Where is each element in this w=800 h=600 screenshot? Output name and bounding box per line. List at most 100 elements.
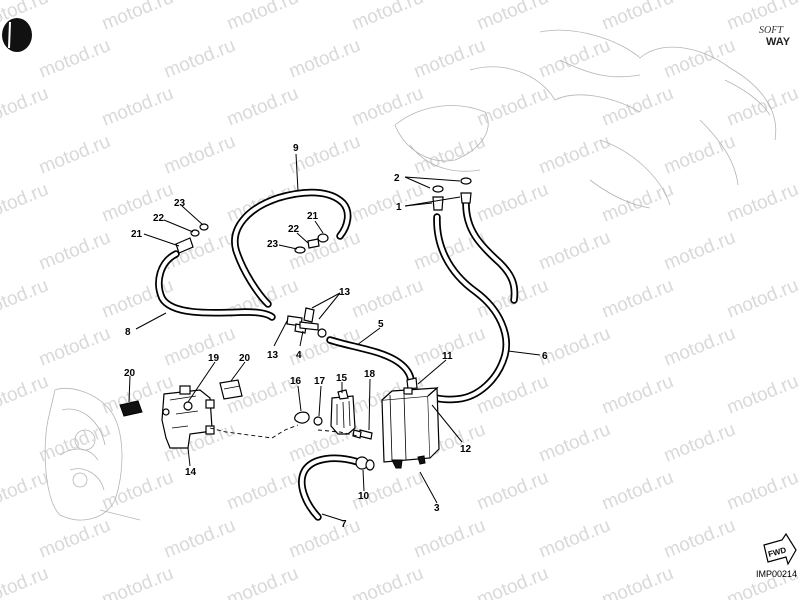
watermark-text: motod.ru	[661, 515, 738, 563]
diagram-code: IMP00214	[756, 569, 797, 579]
watermark-text: motod.ru	[599, 371, 676, 419]
watermark-text: motod.ru	[0, 275, 51, 323]
watermark-text: motod.ru	[474, 0, 551, 35]
watermark-text: motod.ru	[536, 323, 613, 371]
callout-20-left: 20	[124, 368, 136, 379]
watermark-text: motod.ru	[286, 131, 363, 179]
brand-line1: SOFT	[759, 25, 784, 36]
fwd-arrow-icon: FWD	[763, 532, 797, 566]
callout-17: 17	[314, 376, 326, 387]
callout-13-bottom: 13	[267, 350, 279, 361]
watermark-text: motod.ru	[536, 419, 613, 467]
callout-4: 4	[296, 350, 302, 361]
watermark-text: motod.ru	[599, 83, 676, 131]
callout-16: 16	[290, 376, 302, 387]
callout-18: 18	[364, 369, 376, 380]
frame-outline	[44, 388, 141, 521]
watermark-text: motod.ru	[349, 275, 426, 323]
leader-lines	[128, 153, 541, 522]
logo-badge	[2, 18, 32, 52]
callout-12: 12	[460, 444, 472, 455]
callout-9: 9	[293, 143, 299, 154]
callout-21-mid: 21	[307, 211, 319, 222]
fittings	[119, 177, 472, 471]
watermark-text: motod.ru	[661, 323, 738, 371]
watermark-text: motod.ru	[36, 323, 113, 371]
watermark-text: motod.ru	[599, 563, 676, 600]
callout-3: 3	[434, 503, 440, 514]
watermark-text: motod.ru	[36, 419, 113, 467]
watermark-text: motod.ru	[474, 83, 551, 131]
watermark-text: motod.ru	[411, 323, 488, 371]
watermark-text: motod.ru	[161, 323, 238, 371]
watermark-text: motod.ru	[661, 419, 738, 467]
engine-outline	[394, 29, 777, 209]
callout-23-mid: 23	[267, 239, 279, 250]
watermark-text: motod.ru	[224, 467, 301, 515]
watermark-text: motod.ru	[724, 467, 800, 515]
watermark-text: motod.ru	[36, 35, 113, 83]
watermark-text: motod.ru	[474, 371, 551, 419]
watermark-text: motod.ru	[474, 563, 551, 600]
watermark-text: motod.ru	[0, 563, 51, 600]
watermark-text: motod.ru	[661, 131, 738, 179]
watermark-text: motod.ru	[411, 131, 488, 179]
watermark-text: motod.ru	[474, 179, 551, 227]
watermark-text: motod.ru	[99, 179, 176, 227]
watermark-text: motod.ru	[99, 563, 176, 600]
watermark-text: motod.ru	[474, 467, 551, 515]
watermark-text: motod.ru	[224, 563, 301, 600]
watermark-text: motod.ru	[36, 131, 113, 179]
watermark-text: motod.ru	[536, 227, 613, 275]
watermark-text: motod.ru	[161, 131, 238, 179]
watermark-text: motod.ru	[349, 563, 426, 600]
callout-14: 14	[185, 467, 197, 478]
callout-labels: 2 1 9 23 22 21 21 22 23 8 13 13 4 5 6 11…	[124, 143, 548, 530]
callout-7: 7	[341, 519, 347, 530]
callout-8: 8	[125, 327, 131, 338]
callout-20-right: 20	[239, 353, 251, 364]
watermark-text: motod.ru	[724, 83, 800, 131]
watermark-text: motod.ru	[36, 227, 113, 275]
watermark-text: motod.ru	[36, 515, 113, 563]
watermark-text: motod.ru	[536, 515, 613, 563]
watermark-text: motod.ru	[599, 467, 676, 515]
callout-13-top: 13	[339, 287, 351, 298]
watermark-text: motod.ru	[0, 371, 51, 419]
watermark-text: motod.ru	[724, 179, 800, 227]
callout-6: 6	[542, 351, 548, 362]
callout-22-left: 22	[153, 213, 165, 224]
watermark-text: motod.ru	[724, 275, 800, 323]
callout-23-left: 23	[174, 198, 186, 209]
callout-15: 15	[336, 373, 348, 384]
watermark-text: motod.ru	[411, 35, 488, 83]
watermark-text: motod.ru	[0, 467, 51, 515]
watermark-text: motod.ru	[599, 179, 676, 227]
watermark-text: motod.ru	[99, 0, 176, 35]
brand-line2: WAY	[766, 36, 791, 48]
brand-logo: SOFT WAY	[759, 25, 791, 48]
callout-5: 5	[378, 319, 384, 330]
callout-10: 10	[358, 491, 370, 502]
watermark-text: motod.ru	[661, 227, 738, 275]
watermark-text: motod.ru	[599, 0, 676, 35]
watermark-text: motod.ru	[411, 515, 488, 563]
watermark-text: motod.ru	[0, 83, 51, 131]
callout-21-left: 21	[131, 229, 143, 240]
watermark-text: motod.ru	[349, 0, 426, 35]
watermark-text: motod.ru	[0, 179, 51, 227]
callout-19: 19	[208, 353, 220, 364]
watermark-text: motod.ru	[286, 35, 363, 83]
watermark-text: motod.ru	[161, 227, 238, 275]
watermark-text: motod.ru	[536, 131, 613, 179]
watermark-text: motod.ru	[349, 83, 426, 131]
watermark-text: motod.ru	[599, 275, 676, 323]
watermark-text: motod.ru	[161, 35, 238, 83]
watermark-text: motod.ru	[349, 179, 426, 227]
watermark-text: motod.ru	[161, 515, 238, 563]
watermark-text: motod.ru	[99, 467, 176, 515]
watermark-text: motod.ru	[99, 83, 176, 131]
callout-11: 11	[442, 351, 453, 362]
